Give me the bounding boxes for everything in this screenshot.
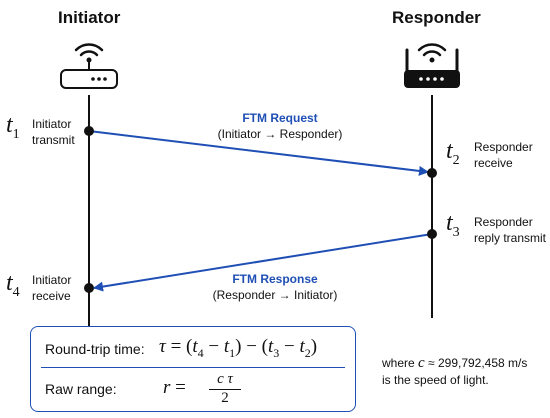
request-message-label: FTM Request (Initiator → Responder) (190, 110, 370, 142)
t1-label: t1 (6, 112, 20, 142)
range-formula: r = (163, 377, 186, 398)
event-dot-t2 (427, 168, 437, 178)
request-message-name: FTM Request (242, 111, 318, 125)
response-message-name: FTM Response (232, 272, 318, 286)
response-message-label: FTM Response (Responder → Initiator) (180, 271, 370, 303)
initiator-title: Initiator (58, 8, 121, 27)
range-label: Raw range: (45, 381, 117, 397)
t4-label: t4 (6, 270, 20, 300)
t2-label: t2 (446, 138, 460, 168)
request-arrow (88, 130, 429, 176)
formula-box: Round-trip time: τ = (t4 − t1) − (t3 − t… (30, 326, 356, 412)
rtt-label: Round-trip time: (45, 341, 145, 357)
range-fraction: c τ 2 (207, 371, 243, 407)
responder-title: Responder (392, 8, 481, 27)
speed-of-light-note: where c ≈ 299,792,458 m/s is the speed o… (382, 355, 528, 387)
response-arrow (93, 233, 433, 292)
rtt-formula: τ = (t4 − t1) − (t3 − t2) (159, 336, 318, 360)
wifi-access-point-icon (404, 43, 460, 88)
formula-divider (41, 367, 345, 368)
event-dot-t1 (84, 126, 94, 136)
t3-label: t3 (446, 210, 460, 240)
event-dot-t3 (427, 229, 437, 239)
response-message-direction: (Responder → Initiator) (212, 288, 338, 302)
wifi-router-icon (60, 43, 118, 89)
event-dot-t4 (84, 283, 94, 293)
request-message-direction: (Initiator → Responder) (217, 127, 343, 141)
